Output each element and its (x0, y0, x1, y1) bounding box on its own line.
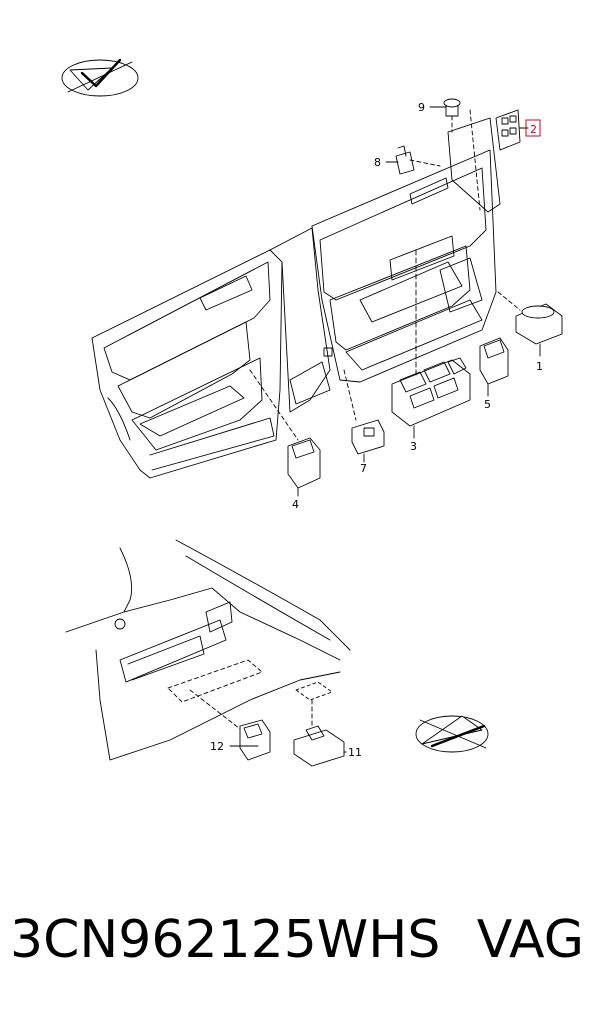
callout-4: 4 (292, 498, 299, 511)
part-2-switch-panel (495, 109, 521, 151)
brand-label: VAG (476, 910, 584, 970)
lower-interior-section (65, 539, 351, 761)
pillar-section (269, 227, 333, 413)
part-12-switch (239, 719, 271, 761)
callout-3: 3 (410, 440, 417, 453)
part-3-master-switch (391, 249, 471, 439)
orientation-emblem-top (61, 58, 139, 97)
part-7-switch (343, 369, 385, 463)
callout-9: 9 (418, 101, 425, 114)
part-1-mirror-switch (497, 291, 563, 357)
callout-2-box (525, 119, 541, 137)
part-4-switch (249, 369, 321, 497)
part-number: 3CN962125WHS (10, 910, 441, 970)
part-8-clip (395, 145, 441, 175)
mirror-trim (447, 109, 501, 213)
callout-7: 7 (360, 462, 367, 475)
callout-8: 8 (374, 156, 381, 169)
part-11-switch (293, 681, 345, 767)
front-door-panel (311, 149, 497, 383)
parts-diagram: 9 8 2 1 5 3 7 4 12 11 (61, 58, 563, 767)
part-9-clip (443, 98, 461, 133)
callout-5: 5 (484, 398, 491, 411)
callout-12: 12 (210, 740, 224, 753)
orientation-emblem-bottom (415, 715, 489, 753)
callout-2: 2 (530, 123, 537, 136)
part-5-switch (479, 337, 509, 397)
callout-11: 11 (348, 746, 362, 759)
callout-1: 1 (536, 360, 543, 373)
rear-door-panel (91, 249, 283, 479)
